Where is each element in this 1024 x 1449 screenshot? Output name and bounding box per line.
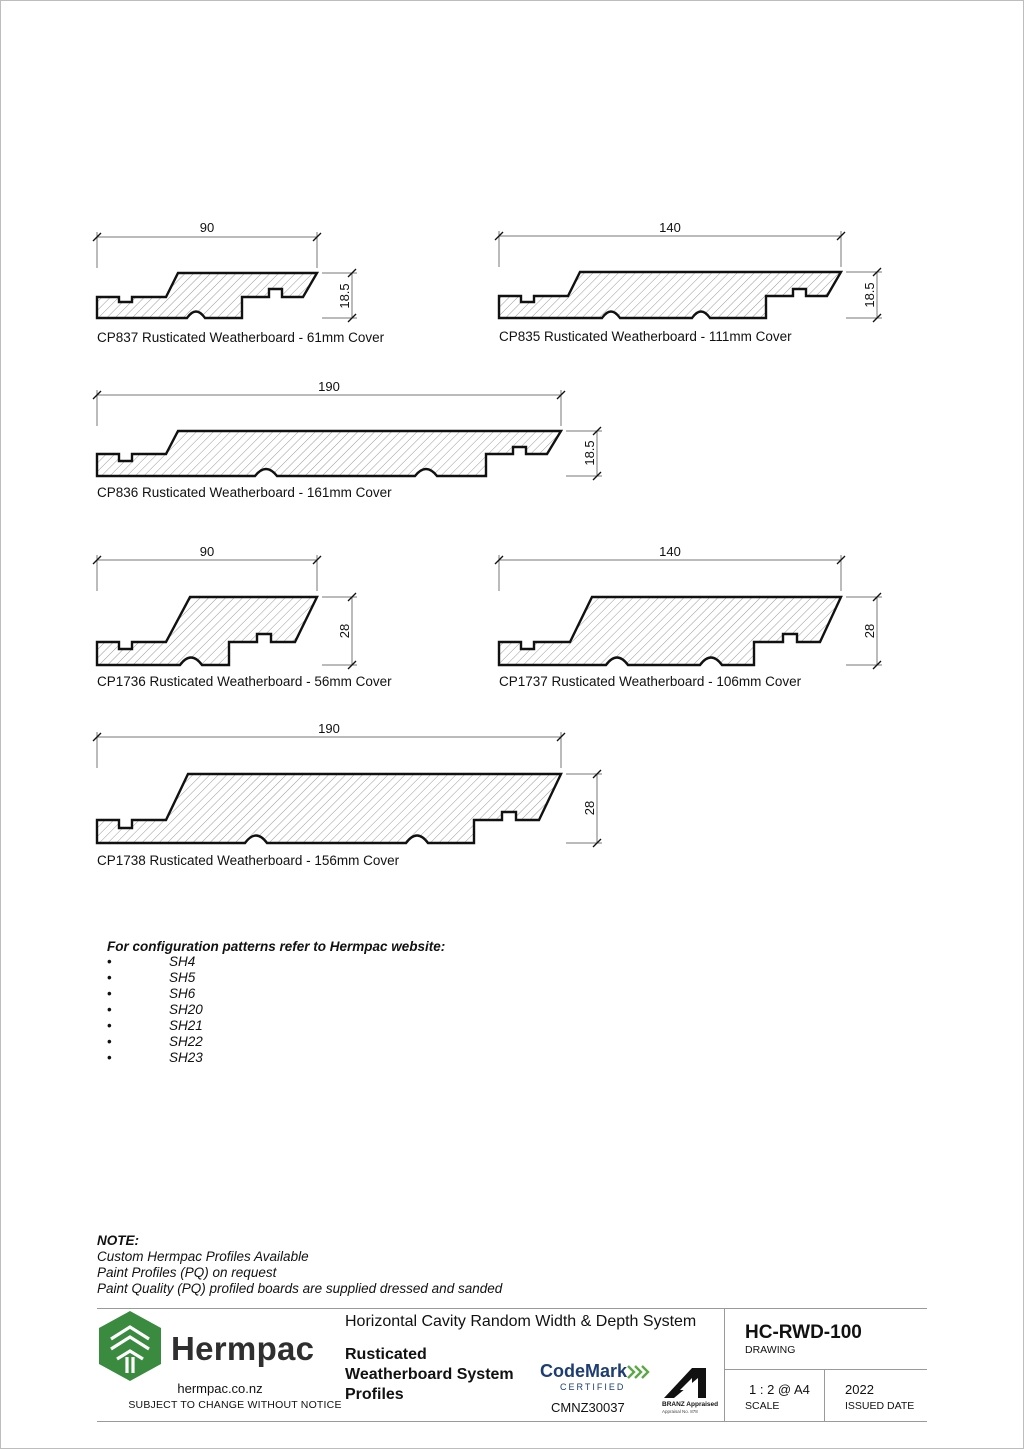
drawing-number: HC-RWD-100 — [745, 1322, 862, 1343]
branz-logo-icon — [664, 1368, 706, 1398]
issued-date-label: ISSUED DATE — [845, 1400, 915, 1412]
title-block-bottom-rule — [97, 1421, 927, 1422]
scale-label: SCALE — [745, 1400, 780, 1412]
profile-cp837: 90 18.5 — [92, 220, 357, 323]
list-item: •SH5 — [107, 970, 196, 985]
list-item: •SH4 — [107, 954, 196, 969]
pattern-sh4: SH4 — [169, 954, 196, 969]
pattern-sh21: SH21 — [169, 1018, 203, 1033]
profile-cp1736: 90 28 — [92, 544, 357, 670]
codemark-certified-label: CERTIFIED — [560, 1382, 626, 1392]
profile-cp1738-depth-label: 28 — [582, 801, 597, 815]
profile-cp835-width-label: 140 — [659, 220, 681, 235]
profile-cp1738-section — [95, 772, 563, 845]
note-heading: NOTE: — [97, 1233, 139, 1248]
branz-sub-label: Appraisal No. 878 — [662, 1409, 698, 1414]
title-block-top-rule — [97, 1308, 927, 1309]
pattern-sh23: SH23 — [169, 1050, 203, 1065]
brand-name: Hermpac — [171, 1330, 315, 1367]
pattern-sh22: SH22 — [169, 1034, 203, 1049]
profile-cp836-width-label: 190 — [318, 379, 340, 394]
hermpac-logo-icon — [99, 1311, 161, 1381]
profile-cp1736-width-label: 90 — [200, 544, 214, 559]
configuration-patterns: For configuration patterns refer to Herm… — [107, 939, 445, 1066]
profile-cp1738-depth-dimension — [566, 769, 602, 848]
disclaimer-text: SUBJECT TO CHANGE WITHOUT NOTICE — [128, 1399, 342, 1411]
profile-cp836: 190 18.5 — [92, 379, 602, 481]
list-item: •SH21 — [107, 1018, 203, 1033]
profile-cp1737-section — [497, 595, 843, 667]
configuration-list: •SH4 •SH5 •SH6 •SH20 •SH21 •SH22 •SH23 — [107, 954, 445, 1066]
profile-cp1736-caption: CP1736 Rusticated Weatherboard - 56mm Co… — [97, 674, 392, 689]
profile-cp837-width-label: 90 — [200, 220, 214, 235]
profile-cp837-caption: CP837 Rusticated Weatherboard - 61mm Cov… — [97, 330, 385, 345]
list-item: •SH23 — [107, 1050, 203, 1065]
profile-cp835-caption: CP835 Rusticated Weatherboard - 111mm Co… — [499, 329, 792, 344]
note-block: NOTE: Custom Hermpac Profiles Available … — [97, 1233, 502, 1297]
note-line: Paint Profiles (PQ) on request — [97, 1265, 277, 1280]
profile-cp837-width-dimension — [92, 232, 322, 268]
codemark-wordmark: CodeMark — [540, 1361, 628, 1381]
profile-cp835-depth-dimension — [846, 267, 882, 323]
branz-label: BRANZ Appraised — [662, 1401, 719, 1408]
note-line: Paint Quality (PQ) profiled boards are s… — [97, 1281, 503, 1296]
pattern-sh5: SH5 — [169, 970, 196, 985]
pattern-sh6: SH6 — [169, 986, 196, 1001]
profile-cp836-section — [95, 429, 564, 478]
profile-cp1738-caption: CP1738 Rusticated Weatherboard - 156mm C… — [97, 853, 400, 868]
configuration-heading: For configuration patterns refer to Herm… — [107, 939, 446, 954]
profile-cp835-depth-label: 18.5 — [862, 282, 877, 307]
profile-cp1736-depth-label: 28 — [337, 624, 352, 638]
scale-value: 1 : 2 @ A4 — [749, 1382, 810, 1397]
title-block-row-rule — [724, 1369, 927, 1370]
profile-cp1736-section — [95, 595, 319, 667]
profile-cp835-width-dimension — [494, 231, 846, 267]
profile-cp836-depth-label: 18.5 — [582, 440, 597, 465]
brand-website: hermpac.co.nz — [177, 1381, 263, 1396]
list-item: •SH6 — [107, 986, 196, 1001]
title-block-divider — [724, 1308, 725, 1421]
profile-cp1738-width-label: 190 — [318, 721, 340, 736]
drawing-number-label: DRAWING — [745, 1344, 796, 1356]
profile-cp836-caption: CP836 Rusticated Weatherboard - 161mm Co… — [97, 485, 392, 500]
profile-cp836-width-dimension — [92, 390, 566, 426]
list-item: •SH22 — [107, 1034, 203, 1049]
note-line: Custom Hermpac Profiles Available — [97, 1249, 309, 1264]
profile-cp1737-caption: CP1737 Rusticated Weatherboard - 106mm C… — [499, 674, 802, 689]
profile-cp1737: 140 28 — [494, 544, 882, 670]
profile-cp1738: 190 28 — [92, 721, 602, 848]
issued-date-value: 2022 — [845, 1382, 874, 1397]
profile-cp1737-depth-dimension — [846, 592, 882, 670]
profile-cp837-depth-dimension — [322, 268, 357, 323]
profile-cp1738-width-dimension — [92, 732, 566, 768]
list-item: •SH20 — [107, 1002, 203, 1017]
profile-cp1736-depth-dimension — [322, 592, 357, 670]
title-block-cell-rule — [824, 1369, 825, 1421]
profile-cp835: 140 18.5 — [494, 220, 882, 323]
system-title: Horizontal Cavity Random Width & Depth S… — [345, 1313, 697, 1330]
profile-cp835-section — [497, 270, 844, 320]
profile-cp1736-width-dimension — [92, 555, 322, 591]
profile-cp837-depth-label: 18.5 — [337, 283, 352, 308]
profile-cp837-section — [95, 271, 320, 320]
profiles-drawing: 90 18.5 140 18.5 190 18.5 — [92, 220, 882, 848]
pattern-sh20: SH20 — [169, 1002, 203, 1017]
profile-cp836-depth-dimension — [566, 426, 602, 481]
drawing-title: Rusticated Weatherboard System Profiles — [345, 1346, 514, 1403]
codemark-chevrons-icon — [627, 1365, 650, 1379]
profile-cp1737-width-dimension — [494, 555, 846, 591]
codemark-number: CMNZ30037 — [551, 1400, 625, 1415]
profile-cp1737-width-label: 140 — [659, 544, 681, 559]
profile-cp1737-depth-label: 28 — [862, 624, 877, 638]
